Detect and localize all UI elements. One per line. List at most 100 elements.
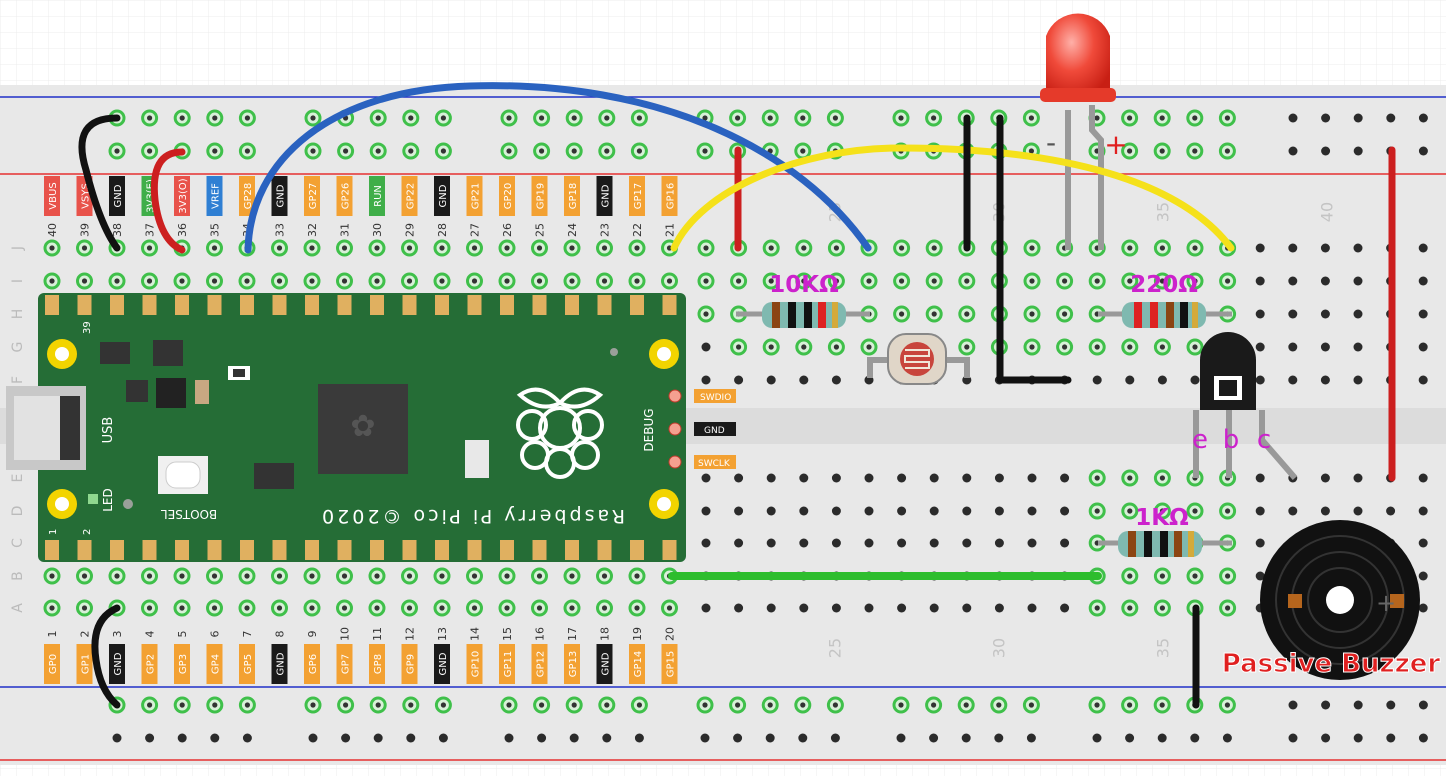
breadboard-hole[interactable] xyxy=(1023,305,1041,323)
breadboard-hole[interactable] xyxy=(1157,733,1167,743)
breadboard-hole[interactable] xyxy=(897,538,907,548)
breadboard-hole[interactable] xyxy=(701,375,711,385)
breadboard-hole[interactable] xyxy=(1088,338,1106,356)
breadboard-hole[interactable] xyxy=(173,109,191,127)
breadboard-hole[interactable] xyxy=(533,142,551,160)
breadboard-hole[interactable] xyxy=(1321,700,1331,710)
breadboard-hole[interactable] xyxy=(628,239,646,257)
breadboard-hole[interactable] xyxy=(864,506,874,516)
breadboard-hole[interactable] xyxy=(1353,375,1363,385)
breadboard-hole[interactable] xyxy=(206,696,224,714)
breadboard-hole[interactable] xyxy=(238,567,256,585)
breadboard-hole[interactable] xyxy=(860,338,878,356)
breadboard-hole[interactable] xyxy=(369,696,387,714)
breadboard-hole[interactable] xyxy=(1186,502,1204,520)
breadboard-hole[interactable] xyxy=(1153,239,1171,257)
breadboard-hole[interactable] xyxy=(1255,276,1265,286)
breadboard-hole[interactable] xyxy=(210,733,220,743)
breadboard-hole[interactable] xyxy=(761,109,779,127)
breadboard-hole[interactable] xyxy=(1321,733,1331,743)
breadboard-hole[interactable] xyxy=(206,599,223,617)
breadboard-hole[interactable] xyxy=(1153,696,1171,714)
breadboard-hole[interactable] xyxy=(368,239,386,257)
breadboard-hole[interactable] xyxy=(1288,342,1298,352)
breadboard-hole[interactable] xyxy=(799,375,809,385)
breadboard-hole[interactable] xyxy=(1418,473,1428,483)
breadboard-hole[interactable] xyxy=(1026,733,1036,743)
breadboard-hole[interactable] xyxy=(466,239,483,257)
breadboard-hole[interactable] xyxy=(1060,506,1070,516)
breadboard-hole[interactable] xyxy=(1022,109,1040,127)
breadboard-hole[interactable] xyxy=(401,239,418,257)
breadboard-hole[interactable] xyxy=(141,239,158,257)
breadboard-hole[interactable] xyxy=(531,567,548,585)
wire-3v3[interactable] xyxy=(150,148,186,254)
breadboard-hole[interactable] xyxy=(141,696,159,714)
breadboard-hole[interactable] xyxy=(765,733,775,743)
breadboard-hole[interactable] xyxy=(990,696,1008,714)
breadboard-hole[interactable] xyxy=(795,239,813,257)
breadboard-hole[interactable] xyxy=(766,538,776,548)
breadboard-hole[interactable] xyxy=(598,696,616,714)
breadboard-hole[interactable] xyxy=(827,338,845,356)
breadboard-hole[interactable] xyxy=(304,142,322,160)
breadboard-hole[interactable] xyxy=(206,142,224,160)
breadboard-hole[interactable] xyxy=(401,599,418,617)
breadboard-hole[interactable] xyxy=(206,239,223,257)
breadboard-hole[interactable] xyxy=(1418,506,1428,516)
breadboard-hole[interactable] xyxy=(466,599,483,617)
breadboard-hole[interactable] xyxy=(1219,567,1237,585)
breadboard-hole[interactable] xyxy=(929,733,939,743)
breadboard-hole[interactable] xyxy=(563,599,581,617)
breadboard-hole[interactable] xyxy=(734,375,744,385)
breadboard-hole[interactable] xyxy=(1088,502,1106,520)
breadboard-hole[interactable] xyxy=(565,109,583,127)
breadboard-hole[interactable] xyxy=(336,239,353,257)
breadboard-hole[interactable] xyxy=(238,599,256,617)
breadboard-hole[interactable] xyxy=(1023,272,1041,290)
breadboard-hole[interactable] xyxy=(696,142,714,160)
breadboard-hole[interactable] xyxy=(76,272,93,290)
transistor-npn[interactable]: e b c xyxy=(1192,332,1298,480)
breadboard-hole[interactable] xyxy=(1320,506,1330,516)
breadboard-hole[interactable] xyxy=(1092,733,1102,743)
breadboard-hole[interactable] xyxy=(373,733,383,743)
breadboard-hole[interactable] xyxy=(369,109,387,127)
breadboard-hole[interactable] xyxy=(795,338,813,356)
breadboard-hole[interactable] xyxy=(238,272,256,290)
breadboard-hole[interactable] xyxy=(958,338,976,356)
breadboard-hole[interactable] xyxy=(1418,146,1428,156)
breadboard-hole[interactable] xyxy=(661,599,678,617)
breadboard-hole[interactable] xyxy=(634,733,644,743)
breadboard-hole[interactable] xyxy=(177,733,187,743)
breadboard-hole[interactable] xyxy=(1386,700,1396,710)
breadboard-hole[interactable] xyxy=(766,473,776,483)
breadboard-hole[interactable] xyxy=(1418,375,1428,385)
breadboard-hole[interactable] xyxy=(596,567,613,585)
breadboard-hole[interactable] xyxy=(304,696,322,714)
breadboard-hole[interactable] xyxy=(1418,538,1428,548)
breadboard-hole[interactable] xyxy=(958,272,976,290)
breadboard-hole[interactable] xyxy=(43,567,61,585)
breadboard-hole[interactable] xyxy=(1255,571,1265,581)
breadboard-hole[interactable] xyxy=(1022,696,1040,714)
breadboard-hole[interactable] xyxy=(892,696,910,714)
breadboard-hole[interactable] xyxy=(1218,109,1236,127)
breadboard-hole[interactable] xyxy=(1186,567,1204,585)
breadboard-hole[interactable] xyxy=(1092,375,1102,385)
breadboard-hole[interactable] xyxy=(1288,733,1298,743)
breadboard-hole[interactable] xyxy=(173,272,191,290)
breadboard-hole[interactable] xyxy=(537,733,547,743)
breadboard-hole[interactable] xyxy=(826,109,844,127)
breadboard-hole[interactable] xyxy=(1153,567,1171,585)
breadboard-hole[interactable] xyxy=(794,109,812,127)
breadboard-hole[interactable] xyxy=(962,473,972,483)
breadboard-hole[interactable] xyxy=(565,142,583,160)
passive-buzzer[interactable]: + Passive Buzzer xyxy=(1221,520,1441,680)
breadboard-hole[interactable] xyxy=(43,239,61,257)
breadboard-hole[interactable] xyxy=(1088,469,1106,487)
breadboard-hole[interactable] xyxy=(1288,309,1298,319)
breadboard-hole[interactable] xyxy=(994,506,1004,516)
breadboard-hole[interactable] xyxy=(141,142,159,160)
breadboard-hole[interactable] xyxy=(795,272,813,290)
